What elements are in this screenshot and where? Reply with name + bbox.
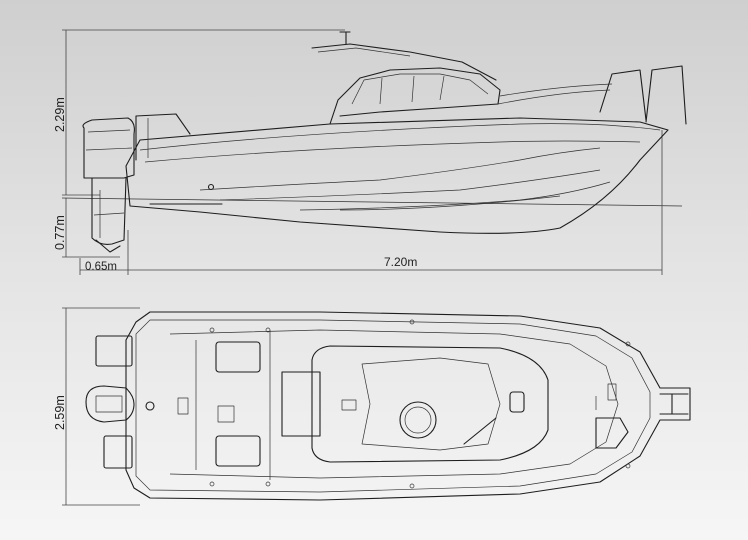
- outboard-motor: [82, 117, 135, 253]
- beam-dimension-line: [62, 307, 140, 506]
- height-label: 2.29m: [53, 97, 67, 132]
- side-profile-view: 2.29m 0.77m 0.65m 7.20m: [53, 29, 687, 275]
- top-plan-view: 2.59m: [53, 307, 691, 506]
- length-label: 7.20m: [384, 255, 417, 269]
- draft-dimension-line: [62, 198, 120, 258]
- overhang-label: 0.65m: [85, 261, 117, 273]
- waterline: [61, 197, 683, 207]
- length-dimension-line: [79, 130, 663, 275]
- deck-outline: [125, 311, 691, 501]
- bow-rail: [497, 65, 687, 125]
- foredeck: [595, 383, 689, 449]
- stern-platform: [85, 335, 189, 469]
- beam-label: 2.59m: [53, 395, 67, 430]
- draft-label: 0.77m: [53, 215, 67, 250]
- height-dimension-line: [62, 29, 345, 196]
- cockpit-seats: [195, 330, 321, 480]
- stern-rail: [135, 113, 191, 161]
- deck-hardware: [209, 319, 631, 489]
- cabin: [311, 31, 501, 125]
- cabin-roof: [311, 345, 549, 463]
- hull-profile: [125, 117, 669, 234]
